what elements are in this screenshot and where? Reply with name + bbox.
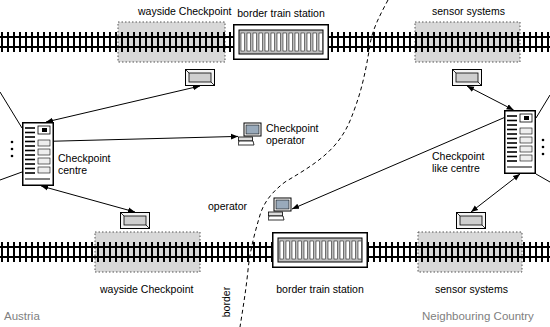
link-arrow [467,86,514,110]
ellipsis-dot [11,141,14,144]
train-station: border train station [233,24,329,60]
server-rack-icon [22,122,54,186]
incoming-link [0,92,22,128]
sensor-device-icon [185,69,215,86]
country-label: Neighbouring Country [422,310,534,323]
ellipsis-dot [542,153,545,156]
train-station-icon [233,24,329,60]
border-line [240,0,388,327]
computer-icon [238,122,262,146]
border-label: border [220,282,232,322]
node-label: operator [208,200,247,212]
incoming-link [536,174,550,182]
node-label: border train station [193,7,369,19]
node-label: Checkpoint centre [58,152,120,176]
sensor-device-icon [120,212,150,229]
link-arrow [41,186,135,212]
incoming-link [536,95,550,118]
node-label: sensor systems [435,283,508,295]
ellipsis-dot [542,146,545,149]
incoming-link [0,172,22,180]
link-arrow [46,86,200,122]
server-rack-icon [504,110,536,174]
link-arrow [292,118,504,209]
checkpoint-centre: Checkpoint like centre [504,110,536,174]
sensor-device: wayside Checkpoint [120,212,150,229]
node-label: sensor systems [432,5,505,17]
operator-computer: operator [268,197,292,221]
sensor-device: wayside Checkpoint [185,69,215,86]
sensor-device: sensor systems [456,212,486,229]
node-label: border train station [232,283,408,295]
node-label: wayside Checkpoint [138,5,231,17]
ellipsis-dot [11,155,14,158]
node-label: Checkpoint like centre [432,150,496,174]
country-label: Austria [4,310,40,323]
link-arrow [54,136,238,141]
sensor-device-icon [456,212,486,229]
computer-icon [268,197,292,221]
operator-computer: Checkpoint operator [238,122,262,146]
checkpoint-centre: Checkpoint centre [22,122,54,186]
sensor-device-icon [452,69,482,86]
train-station: border train station [272,232,368,268]
ellipsis-dot [11,148,14,151]
node-label: wayside Checkpoint [100,283,193,295]
link-arrow [471,174,520,212]
ellipsis-dot [542,139,545,142]
sensor-device: sensor systems [452,69,482,86]
train-station-icon [272,232,368,268]
node-label: Checkpoint operator [266,122,330,146]
